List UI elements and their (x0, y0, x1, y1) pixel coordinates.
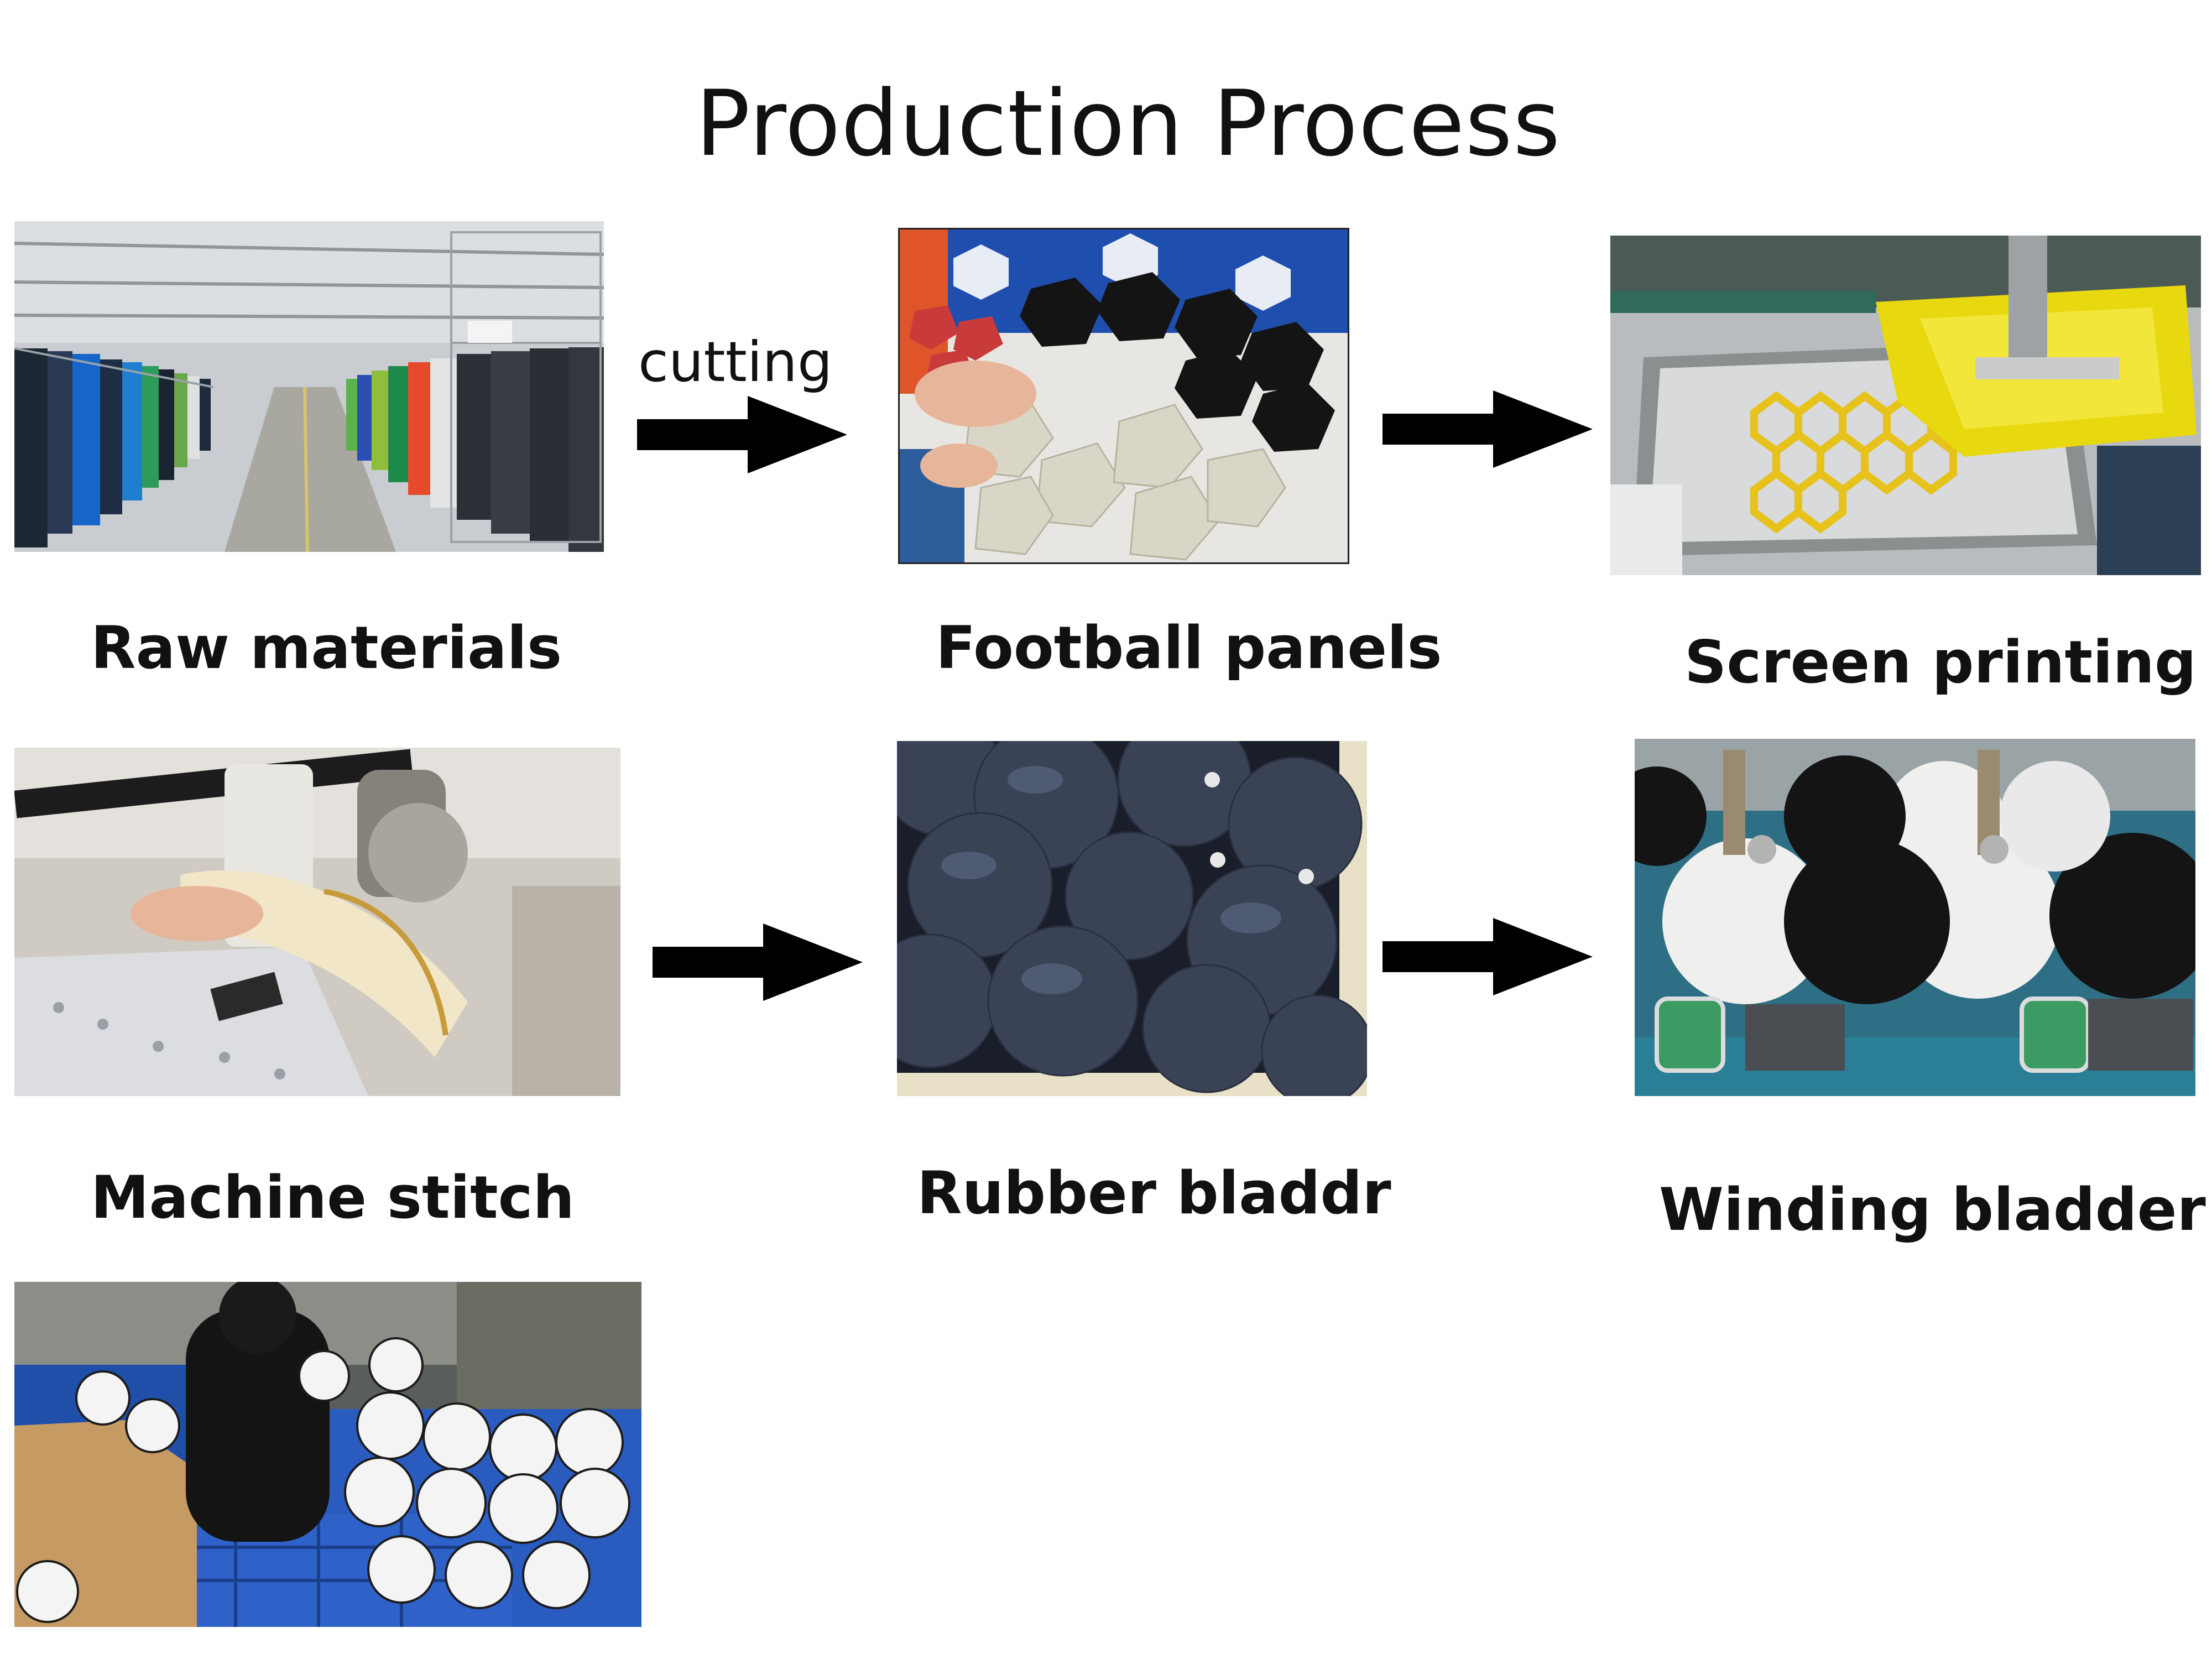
raw-materials-photo (14, 221, 604, 552)
arrow-right-icon (1383, 918, 1593, 995)
step-label-winding-bladder: Winding bladder (1659, 1176, 2206, 1244)
arrow-right-icon (637, 396, 847, 473)
finished-footballs-photo (14, 1282, 641, 1627)
step-label-football-panels: Football panels (936, 614, 1442, 682)
step-label-machine-stitch: Machine stitch (91, 1164, 575, 1232)
step-label-raw-materials: Raw materials (91, 614, 562, 682)
step-label-rubber-bladder: Rubber bladdr (917, 1159, 1391, 1227)
screen-printing-photo (1610, 236, 2201, 575)
winding-bladder-photo (1635, 739, 2195, 1096)
arrow-right-icon (1383, 390, 1593, 468)
arrow-right-icon (653, 924, 863, 1001)
machine-stitch-photo (14, 748, 620, 1096)
football-panels-photo (898, 228, 1349, 564)
cutting-label: cutting (638, 330, 833, 394)
page-title: Production Process (695, 71, 1561, 176)
rubber-bladder-photo (897, 741, 1367, 1096)
step-label-screen-printing: Screen printing (1684, 628, 2197, 696)
